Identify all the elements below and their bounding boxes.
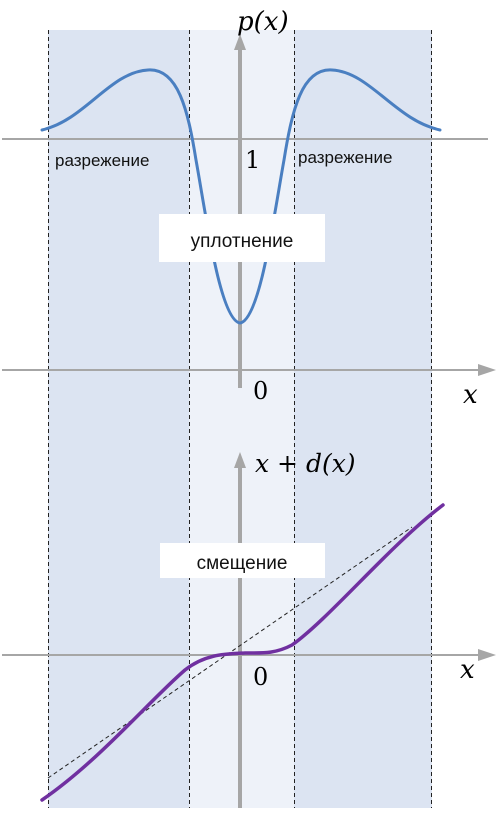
center-region-label-bottom: смещение bbox=[197, 553, 288, 574]
top-y-axis-arrow bbox=[234, 34, 246, 50]
bottom-y-axis-label: x + d(x) bbox=[255, 449, 356, 478]
center-label-box-top bbox=[159, 214, 325, 262]
bottom-x-axis-label: x bbox=[460, 655, 475, 685]
center-label-box-bottom bbox=[160, 543, 325, 578]
center-region-label-top: уплотнение bbox=[191, 231, 294, 252]
band-left bbox=[48, 30, 189, 808]
identity-dashed-line bbox=[47, 526, 413, 779]
bottom-tick-zero: 0 bbox=[253, 663, 268, 691]
bottom-y-axis-arrow bbox=[234, 452, 246, 468]
band-right bbox=[294, 30, 432, 808]
left-region-label: разрежение bbox=[55, 151, 149, 170]
displacement-curve bbox=[40, 503, 445, 802]
top-tick-one: 1 bbox=[245, 146, 260, 174]
bottom-x-axis-arrow bbox=[478, 649, 496, 661]
top-tick-zero: 0 bbox=[253, 377, 268, 405]
density-curve bbox=[40, 68, 442, 325]
right-region-label: разрежение bbox=[298, 148, 392, 167]
top-x-axis-label: x bbox=[463, 380, 478, 410]
top-x-axis-arrow bbox=[478, 364, 496, 376]
top-y-axis-label: p(x) bbox=[237, 7, 289, 37]
